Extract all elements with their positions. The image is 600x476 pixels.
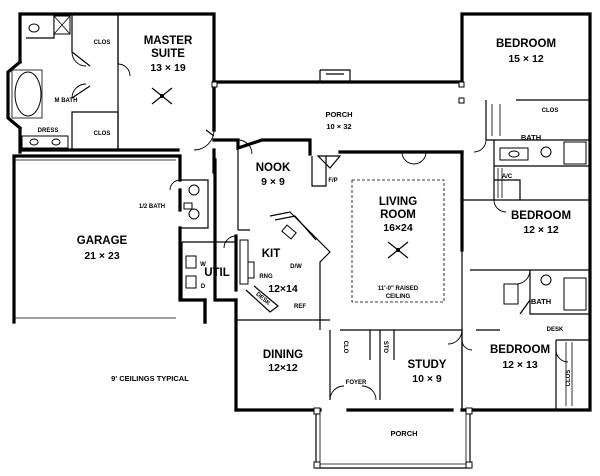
bedroom-top-name: BEDROOM — [496, 38, 556, 50]
dryer-label: D — [201, 284, 206, 290]
front-porch-name: PORCH — [390, 429, 417, 438]
dishwasher-label: D/W — [290, 264, 302, 270]
rear-porch-name: PORCH — [325, 110, 352, 119]
bathtub-icon — [563, 141, 587, 165]
living-room-name: LIVING — [379, 196, 417, 208]
coat-closet-label: CLO — [342, 341, 348, 354]
bedroom-closet-label: CLOS — [542, 108, 559, 114]
washer-label: W — [200, 262, 206, 268]
master-suite-name: MASTER — [144, 35, 193, 47]
master-suite-dims: 13 × 19 — [150, 62, 185, 74]
sink-icon — [281, 224, 297, 240]
kitchen-name: KIT — [262, 248, 281, 260]
bedroom-mid-dims: 12 × 12 — [523, 224, 558, 236]
study-name: STUDY — [408, 359, 447, 371]
interior-walls — [26, 13, 590, 410]
ceilings-typical-note: 9' CEILINGS TYPICAL — [111, 374, 189, 383]
range-label: RNG — [259, 274, 273, 280]
dining-name: DINING — [263, 349, 303, 361]
ceiling-fan-icon — [387, 241, 409, 259]
living-room-dims: 16×24 — [383, 222, 413, 234]
walls — [6, 12, 592, 412]
toilet-icon — [28, 23, 40, 33]
bedroom-bottom-dims: 12 × 13 — [502, 359, 537, 371]
kitchen-dims: 12×14 — [268, 283, 298, 295]
rear-porch-dims: 10 × 32 — [326, 122, 351, 131]
bedroom-bottom-name: BEDROOM — [490, 344, 550, 356]
garage-name: GARAGE — [77, 235, 128, 247]
storage-label: STO — [382, 341, 388, 354]
raised-ceiling-note-2: CEILING — [386, 294, 411, 300]
raised-ceiling-note: 11'-0" RAISED — [378, 286, 419, 292]
fireplace-label: F/P — [328, 178, 337, 184]
master-closet-top-label: CLOS — [94, 40, 111, 46]
utility-label: UTIL — [204, 267, 230, 279]
doors — [71, 51, 569, 401]
notes: 11'-0" RAISED CEILING 9' CEILINGS TYPICA… — [111, 286, 419, 383]
master-closet-bottom-label: CLOS — [94, 131, 111, 137]
master-suite-name-2: SUITE — [151, 48, 185, 60]
fixtures — [11, 15, 587, 406]
nook-dims: 9 × 9 — [261, 176, 285, 188]
bedroom-top-dims: 15 × 12 — [508, 53, 543, 65]
bedroom-bottom-closet-label: CLOS — [566, 370, 572, 387]
bathtub-icon — [563, 277, 587, 311]
nook-name: NOOK — [256, 162, 291, 174]
bedroom-desk-label: DESK — [547, 327, 564, 333]
raised-ceiling-outline — [351, 179, 445, 303]
fireplace-icon — [316, 155, 342, 169]
bedroom-mid-name: BEDROOM — [511, 210, 571, 222]
bath-1-label: BATH — [521, 133, 541, 142]
living-room-name-2: ROOM — [380, 209, 416, 221]
bathtub-icon — [14, 71, 42, 117]
toilet-icon — [188, 208, 200, 220]
refrigerator-label: REF — [294, 304, 306, 310]
dining-dims: 12×12 — [268, 362, 298, 374]
garage-dims: 21 × 23 — [84, 250, 119, 262]
dress-label: DRESS — [38, 128, 59, 134]
toilet-icon — [540, 274, 552, 286]
fixture-labels: CLOS CLOS M BATH DRESS 1/2 BATH UTIL W D… — [38, 40, 572, 386]
bath-2-label: BATH — [531, 297, 551, 306]
master-bath-label: M BATH — [55, 98, 78, 104]
ceiling-fan-icon — [151, 87, 173, 105]
toilet-icon — [540, 146, 552, 158]
ac-label: A/C — [502, 174, 513, 180]
foyer-label: FOYER — [346, 380, 367, 386]
porches — [211, 69, 473, 469]
room-labels: MASTER SUITE 13 × 19 PORCH 10 × 32 BEDRO… — [77, 35, 571, 438]
study-dims: 10 × 9 — [412, 373, 442, 385]
half-bath-label: 1/2 BATH — [139, 204, 165, 210]
